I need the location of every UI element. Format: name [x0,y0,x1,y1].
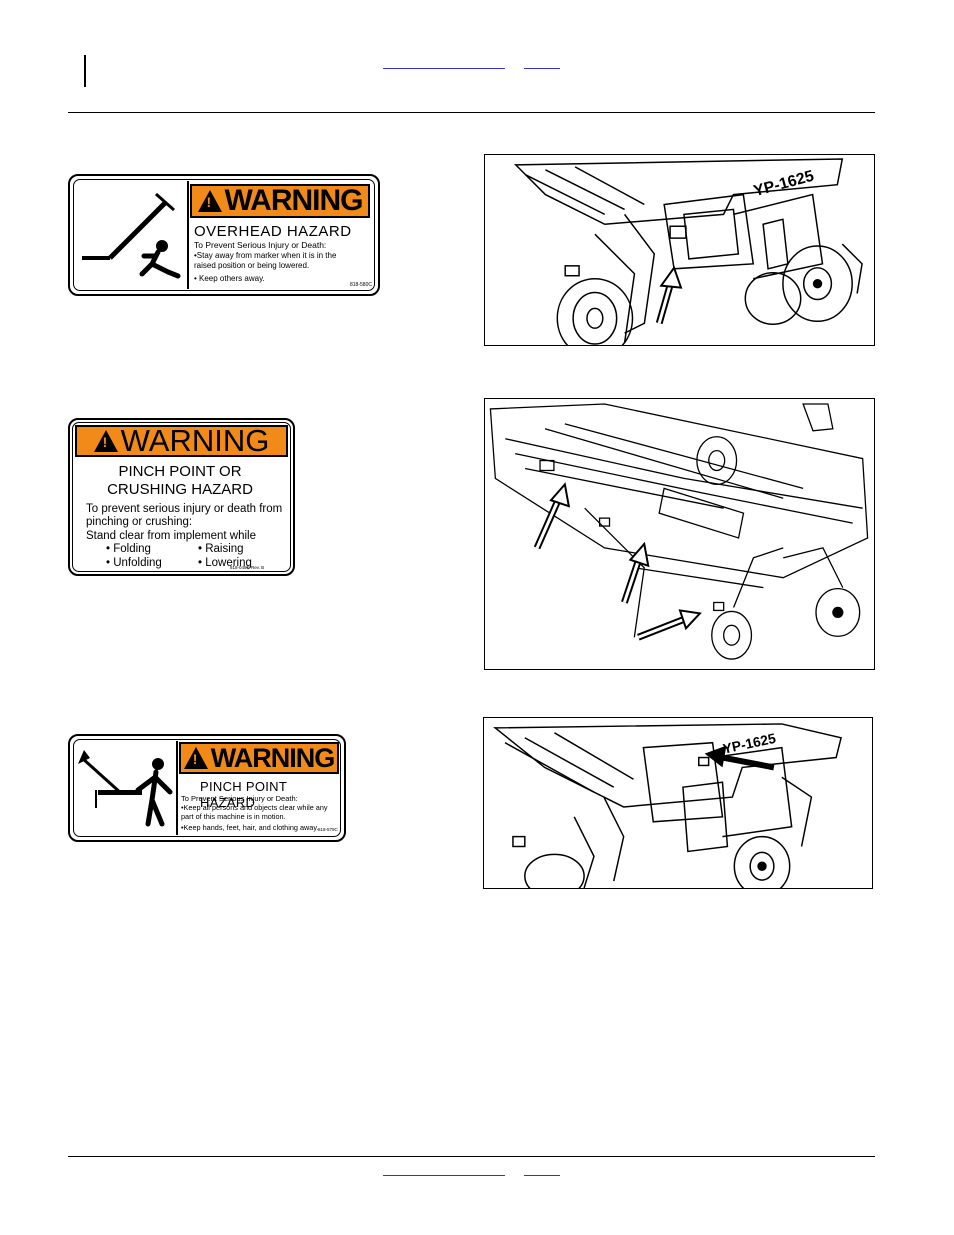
decal-body: To prevent serious injury or death from … [86,503,283,528]
decal-bullet-2: •Keep hands, feet, hair, and clothing aw… [181,823,319,832]
decal-pinch-crushing-hazard: WARNING PINCH POINT OR CRUSHING HAZARD T… [68,418,295,576]
photo-marker-decal-location: YP-1625 [484,154,875,346]
header-link-2[interactable] [524,68,560,69]
arrow-icon [655,265,683,325]
decal-title: PINCH POINT HAZARD [200,779,287,810]
warning-triangle-icon [93,430,118,452]
warning-triangle-icon [197,190,222,212]
decal-lead: To Prevent Serious Injury or Death: [194,240,327,250]
footer-rule [68,1156,875,1157]
decal-code: 818-045C Rev. B [230,565,265,570]
pinch-point-pictogram [78,750,173,827]
arrow-icon [637,609,702,641]
photo-pinch-point-decal-location: YP-1625 [483,717,873,889]
decal-title: OVERHEAD HAZARD [194,223,352,240]
arrow-icon [621,541,650,604]
decal-stand-clear: Stand clear from implement while [86,530,257,542]
arrow-icon [704,745,775,771]
footer-link-2[interactable] [524,1175,560,1176]
decal-overhead-hazard: WARNING OVERHEAD HAZARD To Prevent Serio… [68,174,380,296]
implement-illustration-2 [489,403,869,660]
overhead-hazard-pictogram [82,192,181,279]
warning-banner: WARNING [75,423,288,458]
warning-banner: WARNING [190,184,370,218]
warning-triangle-icon [183,747,208,769]
decal-bullet-2: • Keep others away. [194,274,265,283]
warning-banner: WARNING [179,742,339,774]
header-link-1[interactable] [383,68,505,69]
implement-illustration-1: YP-1625 [513,158,863,345]
decal-code: 818-580C [350,282,372,288]
decal-code: 818-579C [318,827,338,832]
decal-item-raising: • Raising [198,543,244,555]
photo-1-label: YP-1625 [752,168,816,200]
decal-title: PINCH POINT OR CRUSHING HAZARD [107,463,253,498]
header-rule [68,112,875,113]
decal-bullet-1: •Stay away from marker when it is in the… [194,251,337,270]
decal-item-lowering: • Lowering [198,557,252,569]
decal-lead: To Prevent Serious Injury or Death: [181,794,298,803]
decal-item-folding: • Folding [106,543,151,555]
footer-link-1[interactable] [383,1175,505,1176]
arrow-icon [533,482,571,550]
decal-item-unfolding: • Unfolding [106,557,162,569]
decal-bullet-1: •Keep all persons and objects clear whil… [181,803,328,821]
header-margin-bar [84,55,86,87]
implement-illustration-3: YP-1625 [493,723,842,888]
decal-pinch-point-hazard: WARNING PINCH POINT HAZARD To Prevent Se… [68,734,346,842]
photo-pinch-decal-locations [484,398,875,670]
